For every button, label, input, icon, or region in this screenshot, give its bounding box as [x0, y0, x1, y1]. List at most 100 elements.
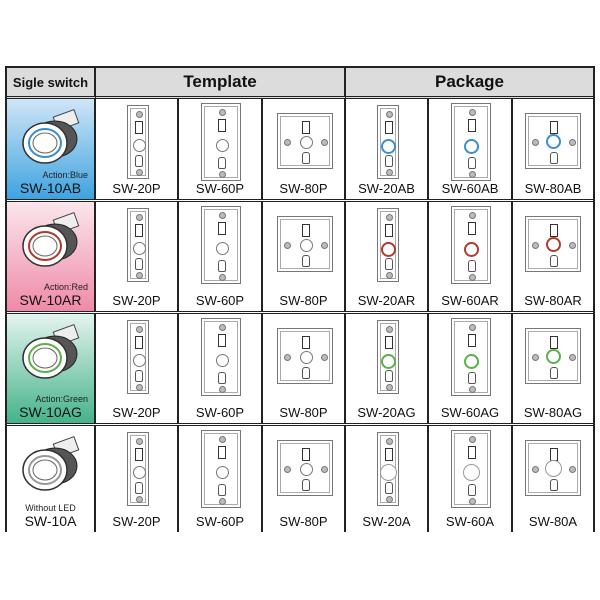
push-button-switch-icon [22, 212, 80, 267]
screw-icon [385, 496, 393, 503]
template-cell: SW-60P [179, 426, 263, 532]
door-icon [549, 224, 558, 237]
hand-icon [468, 157, 476, 169]
button-ring-icon [381, 353, 396, 369]
hand-icon [302, 152, 310, 164]
table-row: Action:Green SW-10AG SW-20P SW-60P SW-80… [7, 314, 593, 426]
template-cell: SW-80P [263, 202, 346, 311]
wall-plate-icon [451, 318, 491, 396]
screw-icon [468, 109, 476, 116]
button-ring-icon [464, 353, 479, 369]
package-cell: SW-60AR [429, 202, 513, 311]
hand-icon [302, 367, 310, 379]
wall-plate-icon [525, 328, 581, 384]
wall-plate-icon [127, 105, 149, 179]
door-icon [217, 334, 226, 347]
hand-icon [468, 372, 476, 384]
button-ring-icon [545, 460, 562, 477]
button-ring-icon [215, 353, 229, 367]
screw-icon [385, 214, 393, 221]
button-ring-icon [464, 241, 479, 257]
push-button-switch-icon [22, 436, 80, 491]
package-cell: SW-80AR [513, 202, 593, 311]
screw-icon [321, 139, 328, 146]
hand-icon [468, 484, 476, 496]
door-icon [384, 336, 393, 349]
header-template: Template [96, 68, 346, 99]
button-ring-icon [381, 138, 396, 154]
switch-action-label: Action:Green [35, 394, 88, 404]
wall-plate-icon [377, 105, 399, 179]
screw-icon [218, 324, 226, 331]
hand-icon [218, 260, 226, 272]
screw-icon [218, 436, 226, 443]
package-cell: SW-20AR [346, 202, 429, 311]
template-cell: SW-60P [179, 314, 263, 423]
wall-plate-icon [451, 103, 491, 181]
hand-icon [550, 367, 558, 379]
template-model-label: SW-60P [195, 293, 245, 308]
button-ring-icon [546, 237, 561, 252]
hand-icon [302, 479, 310, 491]
door-icon [301, 448, 310, 461]
door-icon [467, 222, 476, 235]
template-cell: SW-20P [96, 202, 179, 311]
button-ring-icon [132, 138, 146, 152]
template-model-label: SW-80P [279, 514, 328, 529]
hand-icon [385, 258, 393, 270]
button-ring-icon [299, 238, 313, 252]
wall-plate-icon [525, 216, 581, 272]
package-cell: SW-80A [513, 426, 593, 532]
door-icon [549, 121, 558, 134]
template-model-label: SW-80P [279, 293, 328, 308]
push-button-switch-icon [22, 109, 80, 164]
button-ring-icon [215, 465, 229, 479]
template-cell: SW-60P [179, 99, 263, 199]
screw-icon [532, 139, 539, 146]
hand-icon [550, 255, 558, 267]
screw-icon [385, 111, 393, 118]
door-icon [467, 446, 476, 459]
switch-cell-red: Action:Red SW-10AR [7, 202, 96, 311]
screw-icon [135, 111, 143, 118]
package-model-label: SW-20AG [357, 405, 416, 420]
switch-model-label: SW-10AR [19, 292, 82, 308]
template-model-label: SW-20P [112, 405, 161, 420]
door-icon [134, 121, 143, 134]
screw-icon [569, 466, 576, 473]
package-model-label: SW-60AB [441, 181, 499, 196]
screw-icon [468, 274, 476, 281]
table-row: Without LED SW-10A SW-20P SW-60P SW-80P … [7, 426, 593, 532]
screw-icon [468, 171, 476, 178]
hand-icon [135, 258, 143, 270]
screw-icon [532, 466, 539, 473]
screw-icon [532, 242, 539, 249]
button-ring-icon [215, 241, 229, 255]
template-model-label: SW-20P [112, 293, 161, 308]
button-ring-icon [215, 138, 229, 152]
screw-icon [218, 109, 226, 116]
switch-comparison-table: Sigle switch Template Package Action:Blu… [5, 66, 595, 532]
button-ring-icon [132, 353, 146, 367]
screw-icon [468, 212, 476, 219]
screw-icon [284, 354, 291, 361]
screw-icon [321, 242, 328, 249]
button-ring-icon [132, 241, 146, 255]
template-cell: SW-20P [96, 426, 179, 532]
switch-action-label: Action:Blue [42, 170, 88, 180]
screw-icon [569, 242, 576, 249]
template-cell: SW-20P [96, 99, 179, 199]
button-ring-icon [464, 138, 479, 154]
table-row: Action:Red SW-10AR SW-20P SW-60P SW-80P … [7, 202, 593, 314]
switch-cell-green: Action:Green SW-10AG [7, 314, 96, 423]
door-icon [467, 119, 476, 132]
screw-icon [135, 438, 143, 445]
screw-icon [468, 324, 476, 331]
package-model-label: SW-80A [528, 514, 578, 529]
package-cell: SW-20AG [346, 314, 429, 423]
hand-icon [302, 255, 310, 267]
package-model-label: SW-60A [445, 514, 495, 529]
switch-model-label: SW-10A [24, 513, 77, 529]
hand-icon [135, 482, 143, 494]
screw-icon [468, 436, 476, 443]
